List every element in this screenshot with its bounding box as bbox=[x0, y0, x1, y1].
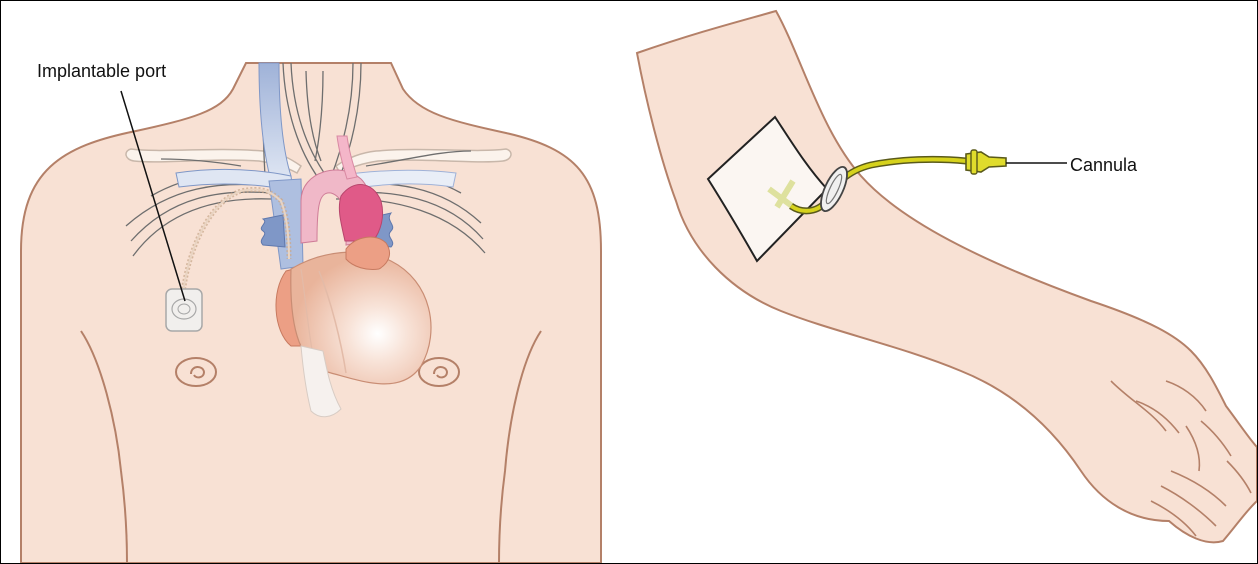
pulmonary-artery bbox=[339, 185, 382, 241]
arm-illustration bbox=[637, 11, 1257, 542]
pulmonary-vessel-left bbox=[261, 215, 285, 247]
cannula-label: Cannula bbox=[1070, 156, 1137, 174]
arm-skin bbox=[637, 11, 1257, 542]
torso-illustration bbox=[21, 63, 601, 563]
implantable-port-label: Implantable port bbox=[37, 62, 166, 80]
